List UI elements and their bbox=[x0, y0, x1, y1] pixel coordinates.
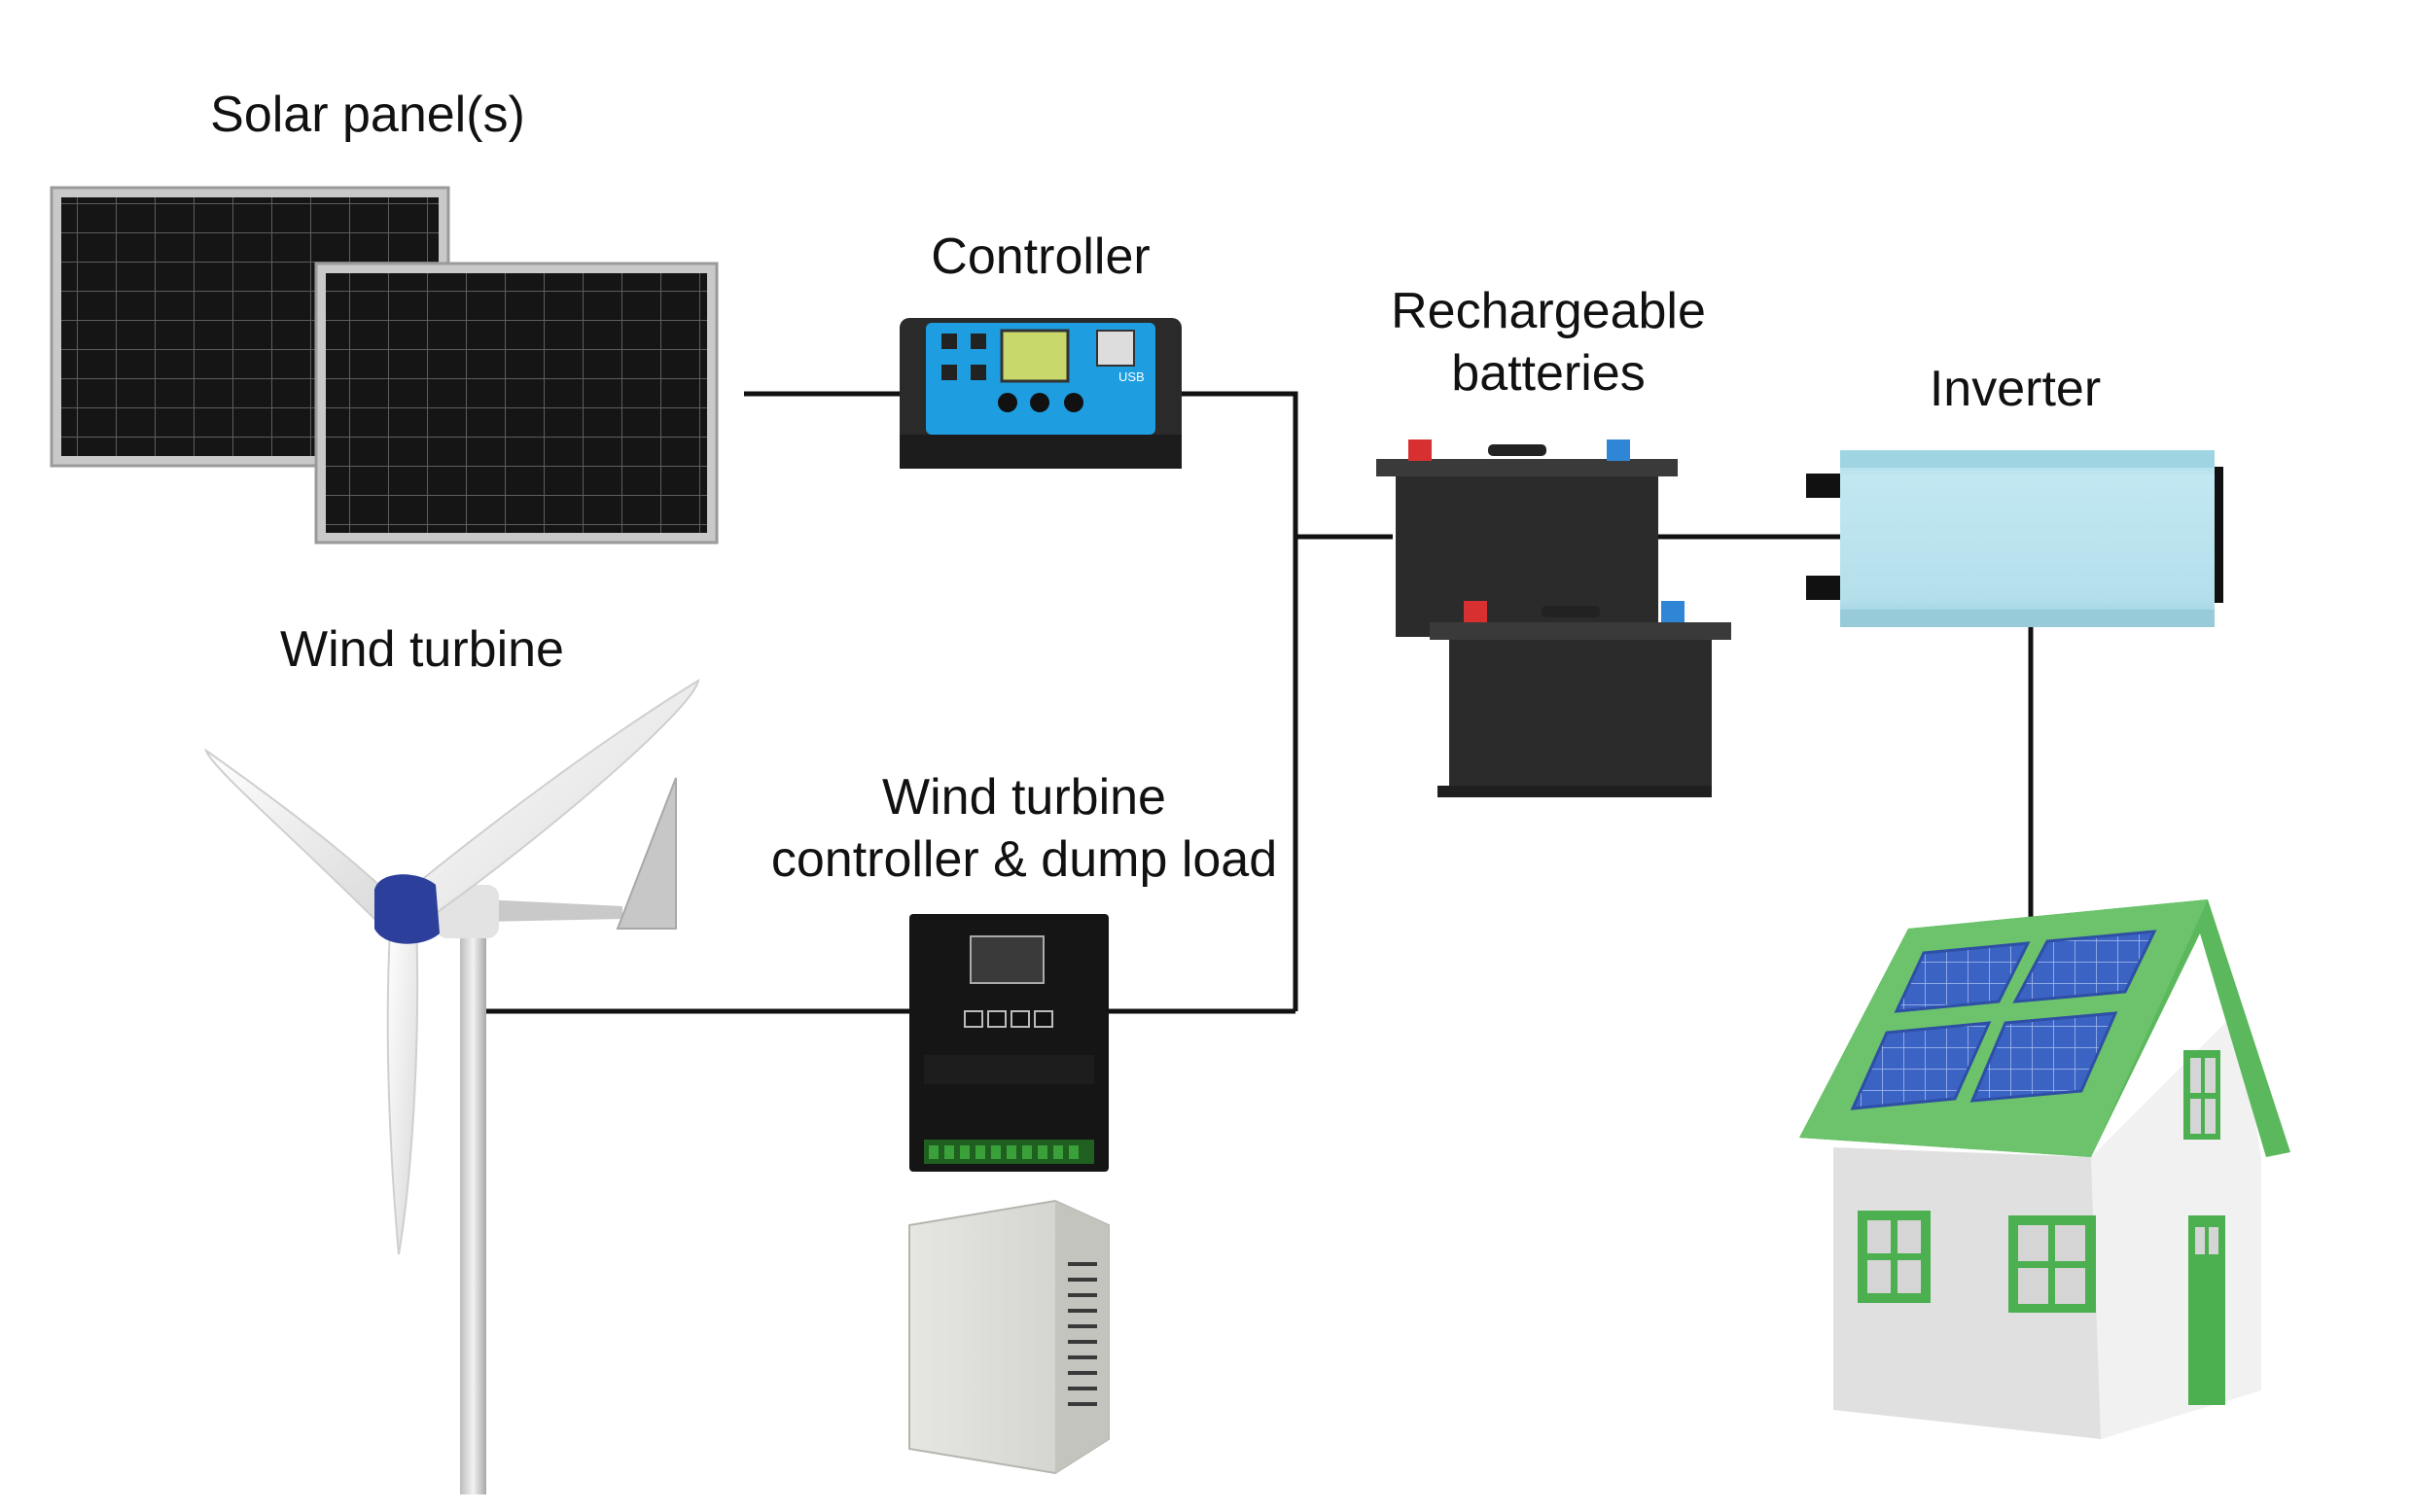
battery-front bbox=[1430, 601, 1731, 797]
wire-controller-to-bus bbox=[1182, 391, 1298, 1011]
label-inverter: Inverter bbox=[1929, 361, 2102, 417]
battery-back bbox=[1376, 440, 1678, 637]
label-wind-turbine: Wind turbine bbox=[280, 621, 564, 678]
controller-button-down bbox=[1064, 393, 1083, 412]
turbine-hub bbox=[374, 874, 440, 944]
label-wind-controller-line2: controller & dump load bbox=[770, 831, 1278, 888]
label-solar-panels: Solar panel(s) bbox=[210, 87, 525, 143]
inverter-dc-terminal-top bbox=[1806, 474, 1840, 498]
house-window-right bbox=[2008, 1215, 2096, 1313]
solar-panel-front bbox=[314, 262, 719, 545]
house-door bbox=[2188, 1215, 2225, 1405]
charge-controller: USB bbox=[900, 318, 1182, 469]
controller-usb-ports bbox=[1096, 330, 1135, 367]
label-controller: Controller bbox=[931, 229, 1151, 285]
terminal-negative bbox=[1661, 601, 1685, 622]
wiring bbox=[486, 391, 2034, 1014]
wind-controller-terminals bbox=[929, 1145, 1079, 1159]
turbine-tower bbox=[460, 924, 486, 1494]
dump-load bbox=[908, 1199, 1110, 1475]
house-window-left bbox=[1858, 1211, 1931, 1303]
turbine-tail-fin bbox=[616, 777, 677, 930]
controller-status-icons bbox=[941, 334, 986, 380]
terminal-positive bbox=[1464, 601, 1487, 622]
terminal-positive bbox=[1408, 440, 1432, 461]
controller-button-up bbox=[1030, 393, 1049, 412]
solar-panels bbox=[50, 186, 719, 545]
label-batteries-line2: batteries bbox=[1451, 345, 1646, 402]
wind-controller-lcd bbox=[970, 935, 1045, 984]
controller-usb-label: USB bbox=[1118, 369, 1145, 384]
inverter-dc-terminal-bottom bbox=[1806, 576, 1840, 600]
turbine-blade-upper-right bbox=[402, 678, 700, 921]
house bbox=[1799, 899, 2290, 1439]
terminal-negative bbox=[1607, 440, 1630, 461]
house-window-upper-side bbox=[2183, 1050, 2220, 1140]
inverter bbox=[1806, 450, 2223, 627]
roof-solar-panels bbox=[1850, 930, 2157, 1110]
turbine-blade-upper-left bbox=[204, 748, 396, 921]
controller-lcd bbox=[1000, 329, 1070, 383]
label-wind-controller-line1: Wind turbine bbox=[882, 769, 1166, 826]
wind-turbine bbox=[204, 678, 700, 1494]
wind-controller-buttons bbox=[964, 1010, 1053, 1028]
label-batteries-line1: Rechargeable bbox=[1391, 283, 1706, 339]
turbine-tail-arm bbox=[481, 899, 622, 922]
batteries bbox=[1376, 440, 1731, 797]
controller-button-menu bbox=[998, 393, 1017, 412]
dump-load-vents bbox=[1068, 1262, 1097, 1406]
turbine-blade-lower bbox=[386, 912, 419, 1255]
wind-turbine-controller bbox=[909, 914, 1109, 1172]
